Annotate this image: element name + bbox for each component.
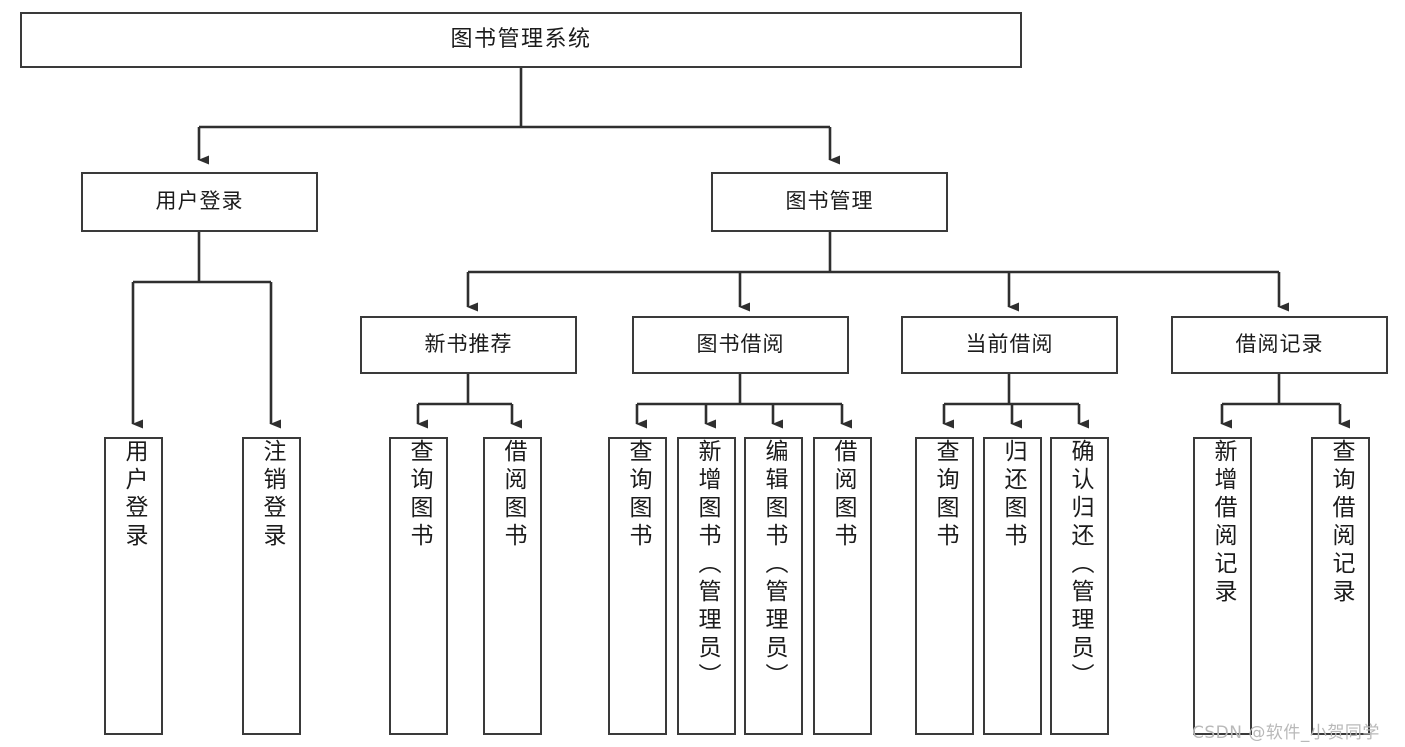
node-book-admin-label: 图书管理 [785,189,874,214]
node-root[interactable]: 图书管理系统 [20,12,1022,68]
leaf-borrow-book-1-label: 借阅图书 [500,439,526,551]
node-borrow-record-label: 借阅记录 [1235,332,1324,357]
node-user-login[interactable]: 用户登录 [81,172,318,232]
leaf-borrow-book-2-label: 借阅图书 [830,439,856,551]
leaf-logout[interactable]: 注销登录 [242,437,301,735]
leaf-logout-label: 注销登录 [259,439,285,551]
node-user-login-label: 用户登录 [155,189,244,214]
leaf-query-book-1-label: 查询图书 [406,439,432,551]
node-book-borrow-label: 图书借阅 [696,332,785,357]
leaf-borrow-book-1[interactable]: 借阅图书 [483,437,542,735]
node-book-admin[interactable]: 图书管理 [711,172,948,232]
node-root-label: 图书管理系统 [450,26,592,52]
node-borrow-record[interactable]: 借阅记录 [1171,316,1388,374]
leaf-query-book-1[interactable]: 查询图书 [389,437,448,735]
leaf-query-record-label: 查询借阅记录 [1328,439,1354,607]
leaf-borrow-book-2[interactable]: 借阅图书 [813,437,872,735]
leaf-user-login[interactable]: 用户登录 [104,437,163,735]
node-current-borrow-label: 当前借阅 [965,332,1054,357]
leaf-confirm-return-label: 确认归还（管理员） [1067,439,1093,691]
leaf-confirm-return[interactable]: 确认归还（管理员） [1050,437,1109,735]
leaf-query-book-2-label: 查询图书 [625,439,651,551]
leaf-add-record[interactable]: 新增借阅记录 [1193,437,1252,735]
node-new-book-rec[interactable]: 新书推荐 [360,316,577,374]
leaf-query-book-3-label: 查询图书 [932,439,958,551]
leaf-add-book[interactable]: 新增图书（管理员） [677,437,736,735]
leaf-return-book-label: 归还图书 [1000,439,1026,551]
leaf-edit-book[interactable]: 编辑图书（管理员） [744,437,803,735]
node-book-borrow[interactable]: 图书借阅 [632,316,849,374]
leaf-query-record[interactable]: 查询借阅记录 [1311,437,1370,735]
node-current-borrow[interactable]: 当前借阅 [901,316,1118,374]
leaf-edit-book-label: 编辑图书（管理员） [761,439,787,691]
node-new-book-rec-label: 新书推荐 [424,332,513,357]
leaf-query-book-2[interactable]: 查询图书 [608,437,667,735]
leaf-query-book-3[interactable]: 查询图书 [915,437,974,735]
watermark-csdn: CSDN @软件_小贺同学 [1192,723,1380,743]
leaf-user-login-label: 用户登录 [121,439,147,551]
leaf-add-book-label: 新增图书（管理员） [694,439,720,691]
leaf-add-record-label: 新增借阅记录 [1210,439,1236,607]
leaf-return-book[interactable]: 归还图书 [983,437,1042,735]
